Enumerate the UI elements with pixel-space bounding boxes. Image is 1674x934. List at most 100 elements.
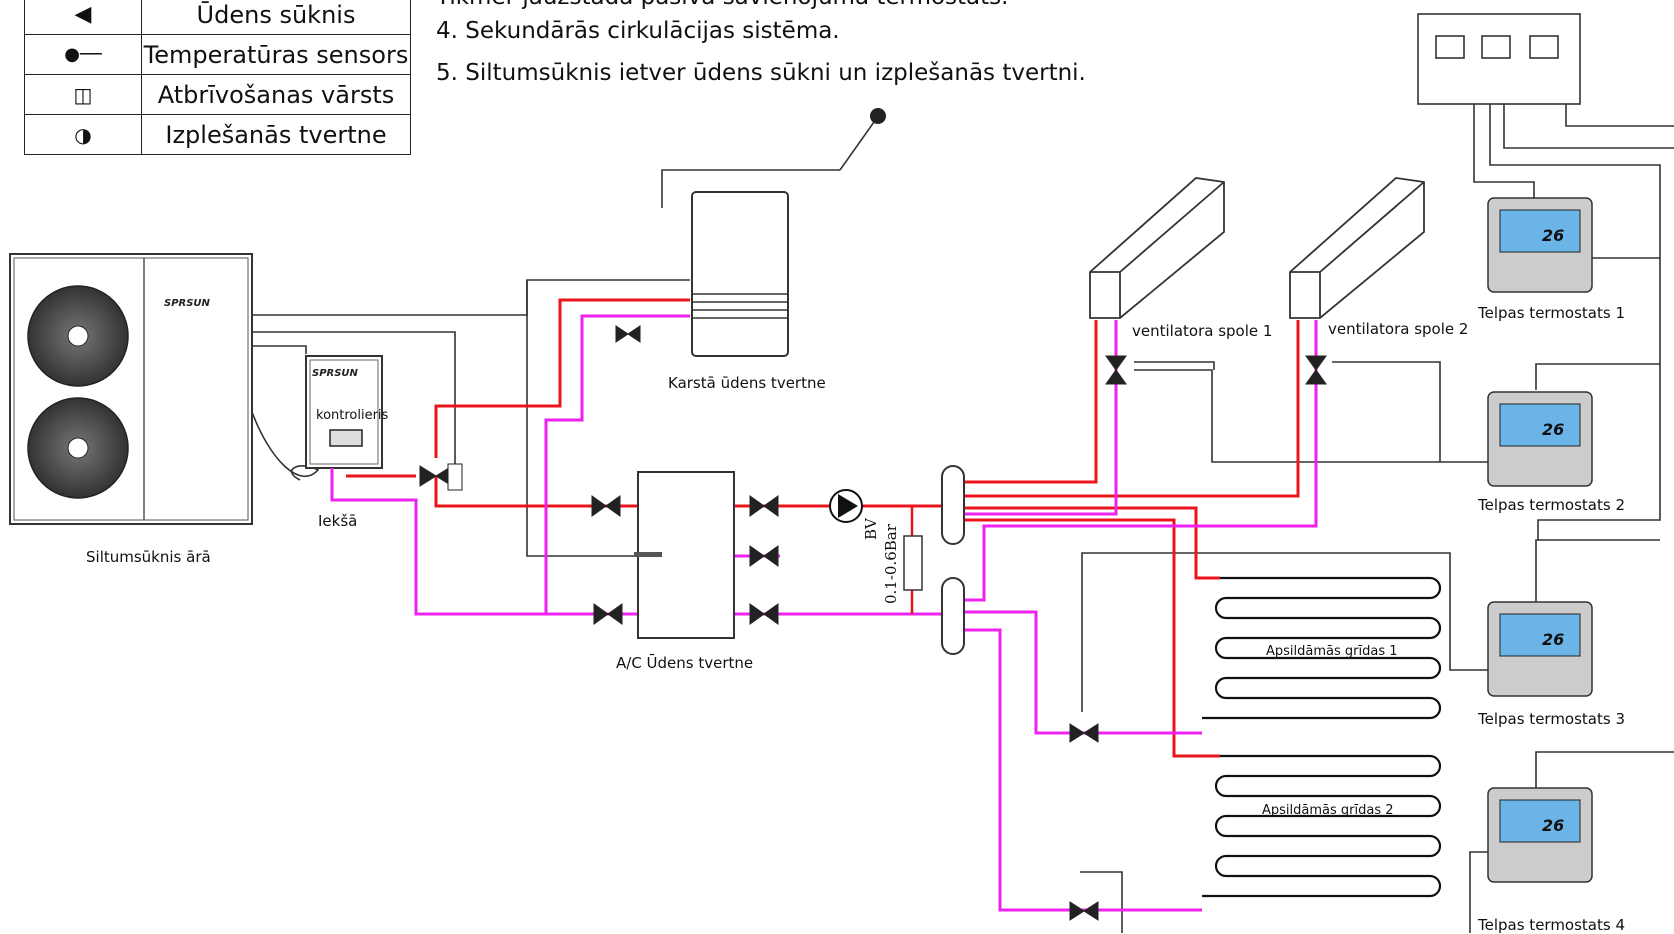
fan-coil-1-label: ventilatora spole 1 (1132, 322, 1273, 340)
return-ac-in (544, 314, 610, 614)
wire-thermostat-4 (1565, 104, 1674, 127)
wire-thermostat-2 (1489, 104, 1661, 540)
ac-water-tank-label: A/C Ūdens tvertne (616, 654, 754, 672)
hot-water-coil (692, 293, 788, 319)
legend-label: Izplešanās tvertne (141, 114, 411, 155)
ac-drain-valve-icon (749, 545, 779, 567)
hotwater-valve-icon (615, 325, 641, 343)
note-line-5: 5. Siltumsūknis ietver ūdens sūkni un iz… (436, 60, 1086, 86)
note-line-4: 4. Sekundārās cirkulācijas sistēma. (436, 18, 840, 44)
legend-row: ◀ Ūdens sūknis (24, 0, 411, 35)
room-thermostat-4-label: Telpas termostats 4 (1478, 916, 1626, 934)
wire-coil (251, 411, 320, 481)
hot-water-tank-label: Karstā ūdens tvertne (668, 374, 826, 392)
return-fc2 (962, 320, 1318, 602)
note-top: Tikmēr jāuzstāda pasīvā savienojuma term… (436, 0, 1008, 10)
return-pipes (330, 314, 1318, 912)
indoor-label: Iekšā (318, 512, 358, 530)
room-thermostat-2-label: Telpas termostats 2 (1478, 496, 1626, 514)
fan-icon (27, 397, 129, 499)
thermostat-4-readout: 26 (1542, 816, 1565, 835)
ac-return-valve-icon (593, 603, 623, 625)
pump-icon: ◀ (74, 2, 92, 27)
valves (419, 325, 1327, 921)
shower-head-icon (870, 108, 886, 124)
supply-manifold-to-floor1 (962, 506, 1220, 580)
wire-ac-tank-sensor (526, 280, 640, 557)
floor-heating-2-label: Apsildāmās grīdas 2 (1262, 803, 1394, 818)
wire-t4-top (1535, 751, 1674, 788)
bypass-pressure-label: 0.1-0.6Bar (882, 524, 900, 604)
fc2-valve-icon (1305, 355, 1327, 385)
signal-wiring (251, 13, 1674, 933)
wire-t3-floorvalve (1081, 552, 1490, 712)
supply-manifold-to-fc1 (962, 320, 1098, 484)
wire-fancoil1-valve (1134, 361, 1215, 370)
controller-box (305, 355, 383, 469)
wire-t2-top (1535, 363, 1660, 390)
floor1-valve-icon (1069, 723, 1099, 743)
three-way-valve-icon (419, 465, 453, 487)
wire-shower (839, 121, 875, 171)
pump-icon (829, 489, 863, 523)
return-hp (330, 468, 640, 616)
supply-divert-to-ac (434, 476, 640, 508)
controller-display (329, 429, 363, 447)
floor-heating-coils (1202, 576, 1442, 898)
thermostat-4-screen (1499, 799, 1581, 843)
heat-pump-unit (9, 253, 253, 525)
ac-outlet-valve-icon (749, 495, 779, 517)
heat-pump-inner (13, 257, 249, 521)
thermostat-4-device (1487, 787, 1593, 883)
temperature-sensor-icon: ●── (64, 44, 102, 65)
wiring-control-box (1417, 13, 1581, 105)
ac-inlet-valve-icon (591, 495, 621, 517)
floor-heating-2-coil (1202, 754, 1442, 898)
controller-brand: SPRSUN (312, 368, 358, 379)
heat-pump-outdoor-label: Siltumsūknis ārā (86, 548, 211, 566)
fan-icon (27, 285, 129, 387)
ac-tank-sensor (634, 552, 662, 557)
supply-divert-to-hotwater (434, 298, 690, 458)
fan-coil-2-unit (1289, 177, 1425, 319)
thermostat-3-screen (1499, 613, 1581, 657)
supply-pipes (346, 298, 1300, 758)
legend-row: ◫ Atbrīvošanas vārsts (24, 74, 411, 115)
return-floor1 (962, 610, 1202, 735)
wire-hotwater-relief (661, 169, 840, 208)
thermostat-3-device (1487, 601, 1593, 697)
wire-fancoil2-valve (1332, 361, 1441, 462)
ac-return-out-valve-icon (749, 603, 779, 625)
legend-label: Atbrīvošanas vārsts (141, 74, 411, 115)
supply-manifold-to-floor2 (962, 518, 1220, 758)
bypass-valve-body (903, 535, 923, 591)
expansion-tank-icon: ◑ (74, 122, 92, 147)
return-manifold (941, 577, 965, 655)
bypass-line (903, 506, 923, 614)
wire-t4-floorvalve (1469, 851, 1490, 933)
floor-heating-1-coil (1202, 576, 1442, 720)
fan-coil-2-label: ventilatora spole 2 (1328, 320, 1469, 338)
room-thermostat-3-label: Telpas termostats 3 (1478, 710, 1626, 728)
wire-hp-controller (252, 345, 307, 354)
supply-manifold (941, 465, 965, 545)
legend-row: ◑ Izplešanās tvertne (24, 114, 411, 155)
hot-water-tank-body (691, 191, 789, 357)
supply-manifold-to-fc2 (962, 320, 1300, 498)
thermostat-1-screen (1499, 209, 1581, 253)
wire-fv2-box (1080, 871, 1123, 933)
thermostat-2-device (1487, 391, 1593, 487)
thermostat-1-device (1487, 197, 1593, 293)
return-floor2 (962, 628, 1202, 912)
floor2-valve-icon (1069, 901, 1099, 921)
wiring-box-slot-2 (1481, 35, 1511, 59)
three-way-valve-actuator (447, 463, 463, 491)
thermostat-1-readout: 26 (1542, 226, 1565, 245)
room-thermostat-1-label: Telpas termostats 1 (1478, 304, 1626, 322)
heat-pump-brand: SPRSUN (164, 298, 210, 309)
wiring-box-slot-3 (1529, 35, 1559, 59)
thermostat-2-readout: 26 (1542, 420, 1565, 439)
wire-hp-to-ac-tank-sensor (252, 331, 456, 470)
wire-thermostat-3 (1503, 104, 1674, 149)
wire-thermostat-1 (1473, 104, 1535, 198)
